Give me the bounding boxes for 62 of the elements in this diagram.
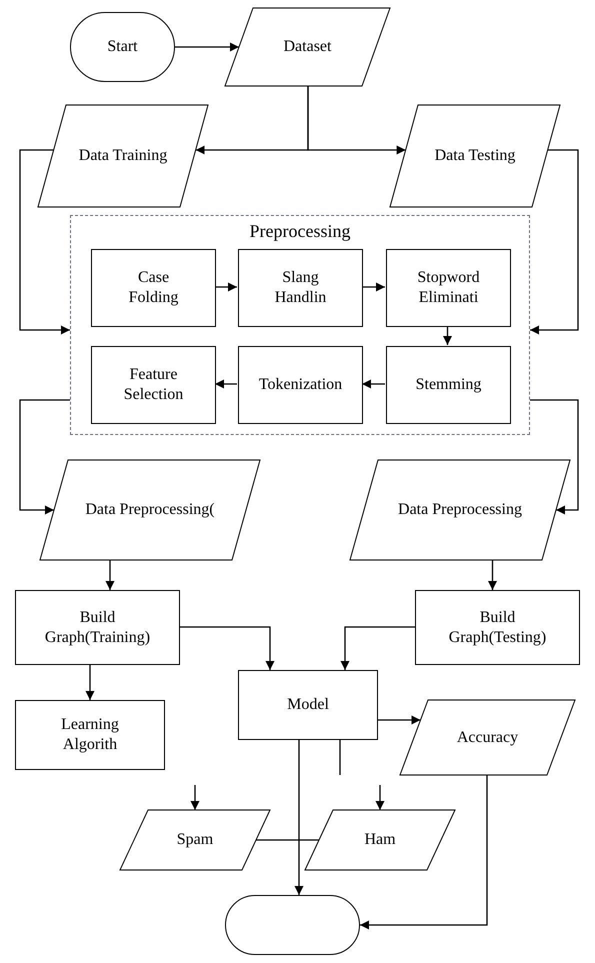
node-label: Accuracy bbox=[456, 728, 518, 748]
data-parallelogram bbox=[400, 700, 575, 775]
arrow bbox=[378, 716, 421, 724]
node-label: Case Folding bbox=[128, 268, 180, 308]
data-parallelogram bbox=[305, 810, 455, 870]
arrow bbox=[294, 740, 304, 895]
arrow bbox=[530, 149, 579, 334]
data-parallelogram bbox=[120, 810, 270, 870]
arrow bbox=[443, 326, 452, 345]
process-box bbox=[238, 249, 363, 327]
arrow bbox=[362, 282, 385, 292]
process-box bbox=[91, 346, 216, 424]
node-label: Slang Handlin bbox=[274, 268, 328, 308]
node-label: Data Preprocessing( bbox=[85, 500, 215, 520]
terminator-shape bbox=[225, 895, 360, 955]
node-label: Feature Selection bbox=[122, 365, 184, 405]
node-label: Build Graph(Testing) bbox=[448, 608, 548, 648]
node-label: Data Testing bbox=[434, 146, 516, 166]
process-box bbox=[238, 670, 378, 740]
data-parallelogram bbox=[40, 460, 260, 560]
group-box bbox=[70, 215, 530, 435]
arrow bbox=[362, 380, 385, 388]
group-title: Preprocessing bbox=[250, 220, 350, 242]
data-parallelogram bbox=[38, 105, 208, 207]
node-label: Start bbox=[107, 37, 138, 57]
arrow bbox=[307, 86, 406, 154]
node-label: Stemming bbox=[416, 375, 482, 395]
node-label: Stopword Eliminati bbox=[416, 268, 481, 308]
node-label: Ham bbox=[364, 830, 396, 850]
node-label: Dataset bbox=[284, 37, 332, 57]
arrow bbox=[175, 42, 239, 52]
arrow bbox=[340, 626, 415, 670]
arrow bbox=[376, 785, 384, 810]
arrow bbox=[86, 665, 94, 700]
process-box bbox=[15, 700, 165, 770]
arrow bbox=[106, 560, 114, 590]
process-box bbox=[415, 590, 580, 665]
node-label: Tokenization bbox=[258, 375, 342, 395]
arrow bbox=[19, 149, 70, 334]
arrow bbox=[180, 626, 274, 670]
process-box bbox=[386, 249, 511, 327]
process-box bbox=[15, 590, 180, 665]
node-label: Model bbox=[287, 695, 329, 715]
arrow bbox=[215, 380, 237, 388]
process-box bbox=[238, 346, 363, 424]
arrow bbox=[190, 785, 200, 810]
node-label: Build Graph(Training) bbox=[44, 608, 151, 648]
arrow bbox=[215, 282, 237, 292]
arrow bbox=[360, 775, 488, 930]
node-label: Learning Algorith bbox=[60, 715, 120, 755]
arrow bbox=[530, 399, 579, 514]
terminator-shape bbox=[70, 12, 175, 82]
node-label: Data Preprocessing bbox=[398, 500, 522, 520]
node-label: Data Training bbox=[78, 146, 168, 166]
arrow bbox=[488, 560, 497, 590]
data-parallelogram bbox=[350, 460, 570, 560]
data-parallelogram bbox=[390, 105, 560, 207]
data-parallelogram bbox=[225, 8, 390, 86]
arrow bbox=[19, 399, 70, 514]
node-label: Spam bbox=[176, 830, 214, 850]
process-box bbox=[386, 346, 511, 424]
process-box bbox=[91, 249, 216, 327]
